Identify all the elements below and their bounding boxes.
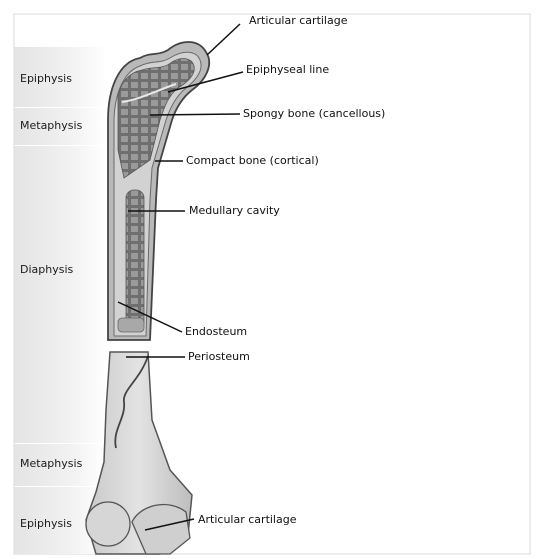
callout-spongy-bone: Spongy bone (cancellous) xyxy=(243,107,385,120)
callout-compact-bone: Compact bone (cortical) xyxy=(186,154,319,167)
lower-condyle-left xyxy=(86,502,130,546)
callout-medullary-cavity: Medullary cavity xyxy=(189,204,280,217)
region-label-metaphysis-top: Metaphysis xyxy=(20,119,82,132)
callout-articular-cartilage-bottom: Articular cartilage xyxy=(198,513,296,526)
band-diaphysis xyxy=(14,146,106,443)
region-label-epiphysis-bottom: Epiphysis xyxy=(20,517,72,530)
region-label-diaphysis: Diaphysis xyxy=(20,263,73,276)
callout-periosteum: Periosteum xyxy=(188,350,250,363)
region-label-epiphysis-top: Epiphysis xyxy=(20,72,72,85)
leader-spongy xyxy=(150,114,240,115)
callout-endosteum: Endosteum xyxy=(185,325,247,338)
callout-articular-cartilage-top: Articular cartilage xyxy=(249,14,347,27)
callout-epiphyseal-line: Epiphyseal line xyxy=(246,63,329,76)
region-label-metaphysis-bottom: Metaphysis xyxy=(20,457,82,470)
